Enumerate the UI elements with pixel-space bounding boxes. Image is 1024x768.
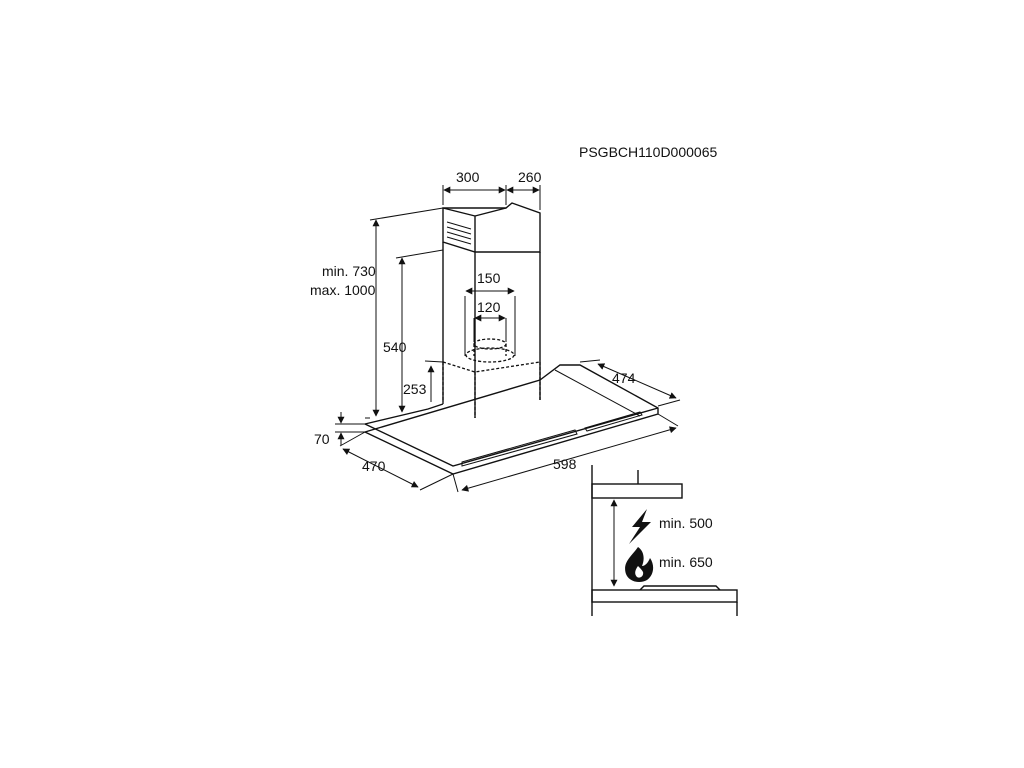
total-height-dimension: [365, 207, 444, 419]
canopy-height-label: 70: [314, 431, 330, 447]
height-max-label: max. 1000: [310, 282, 376, 298]
depth-474-label: 474: [612, 370, 636, 386]
height-253-label: 253: [403, 381, 427, 397]
dim-70: [335, 412, 365, 445]
chimney-width-label: 300: [456, 169, 480, 185]
outlet-dimension: [464, 287, 516, 356]
chimney-height-dimension: [395, 249, 444, 413]
top-dimensions: [442, 185, 541, 210]
chimney-height-label: 540: [383, 339, 407, 355]
gas-clearance-label: min. 650: [659, 554, 713, 570]
chimney: [442, 202, 541, 418]
diagram-code: PSGBCH110D000065: [579, 144, 717, 160]
lightning-icon: [629, 509, 651, 544]
chimney-vents: [446, 221, 472, 245]
canopy-width-label: 598: [553, 456, 577, 472]
dim-470: [339, 431, 454, 491]
dim-598: [452, 413, 679, 493]
height-min-label: min. 730: [322, 263, 376, 279]
outlet-inner-label: 120: [477, 299, 501, 315]
motor-housing: [442, 338, 541, 418]
canopy-depth-label: 470: [362, 458, 386, 474]
flame-icon: [625, 547, 654, 582]
dim-253: [424, 360, 444, 402]
clearance-panel: [591, 465, 738, 616]
dim-474: [579, 359, 681, 407]
electric-clearance-label: min. 500: [659, 515, 713, 531]
chimney-depth-label: 260: [518, 169, 542, 185]
outlet-outer-label: 150: [477, 270, 501, 286]
